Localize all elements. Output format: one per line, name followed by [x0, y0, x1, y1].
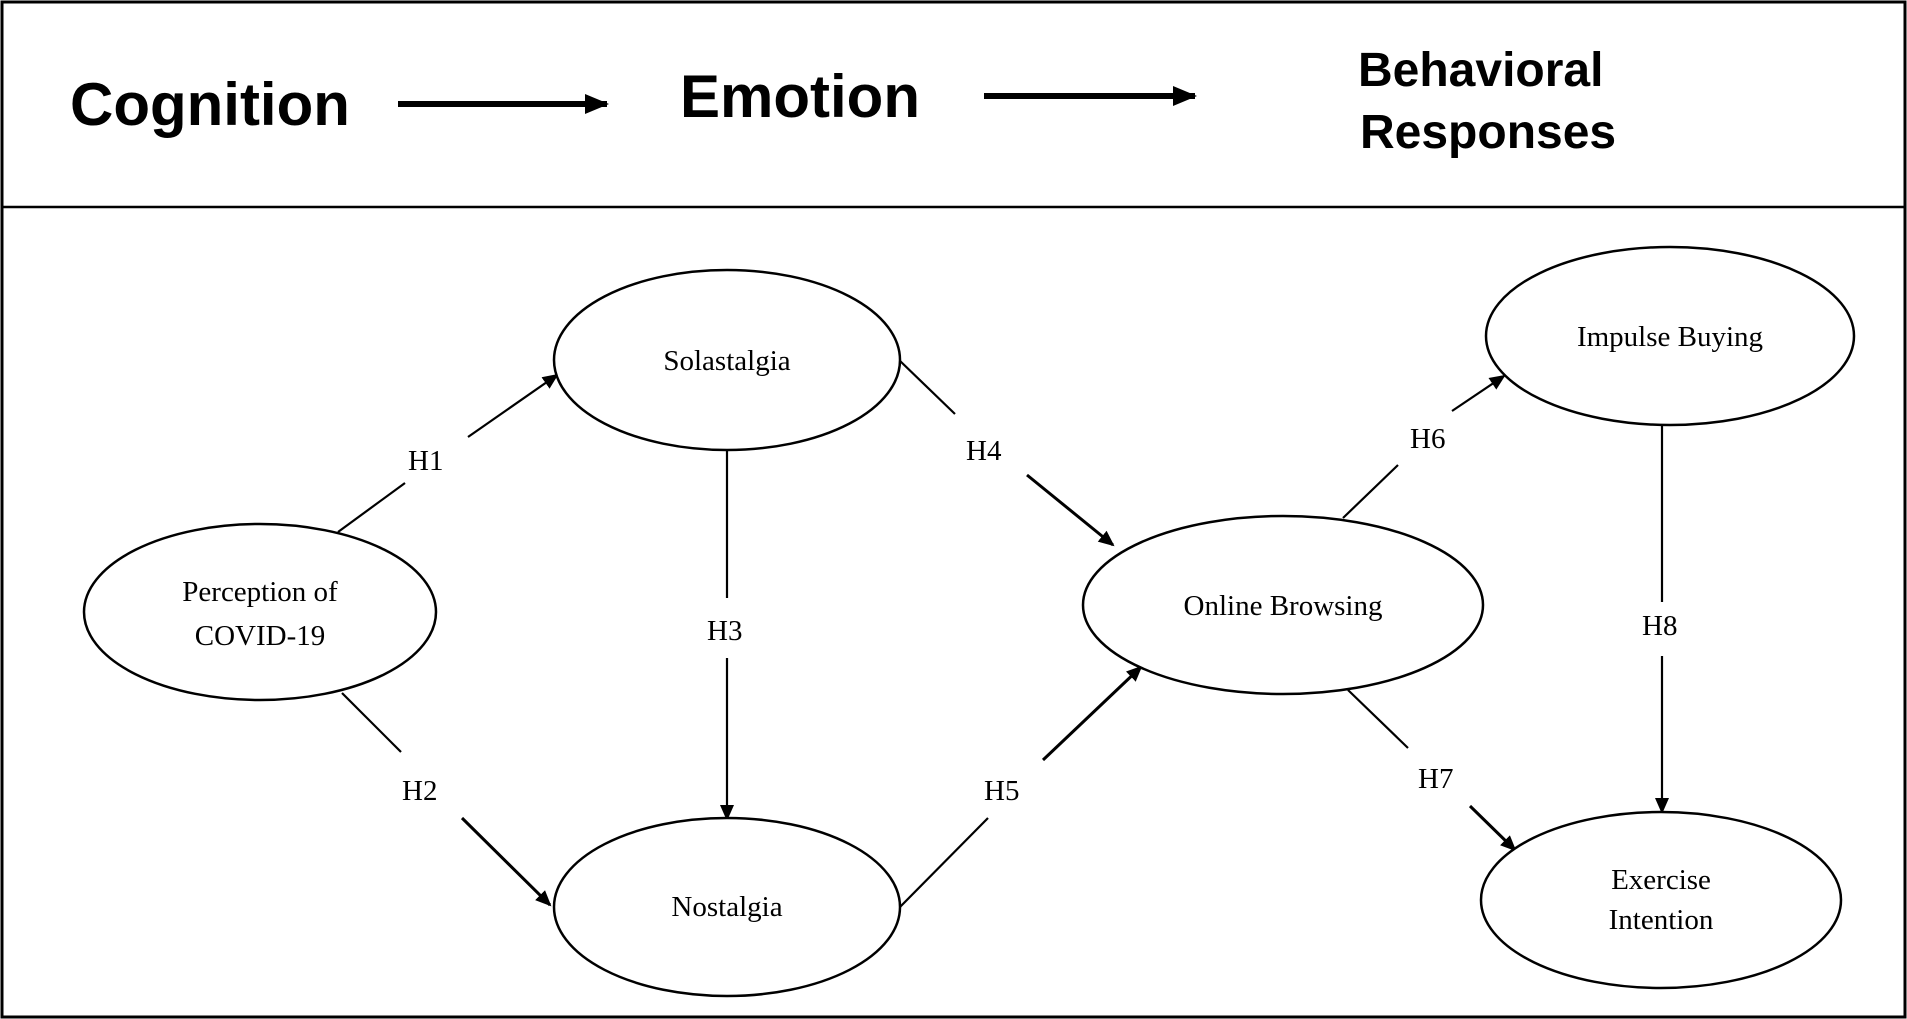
node-nostalgia: Nostalgia	[552, 816, 902, 998]
edge-h1-lower	[337, 482, 406, 533]
node-perception-line2: COVID-19	[195, 620, 326, 652]
hypothesis-label-h2: H2	[402, 775, 437, 807]
stage-behavioral-line1: Behavioral	[1358, 44, 1603, 97]
edge-h6-upper	[1451, 374, 1506, 412]
node-perception-of-covid19: Perception of COVID-19	[82, 522, 438, 702]
hypothesis-label-h5: H5	[984, 775, 1019, 807]
hypothesis-label-h7: H7	[1418, 763, 1453, 795]
hypothesis-label-h4: H4	[966, 435, 1002, 467]
edge-h5-lower	[897, 817, 989, 910]
node-solastalgia-label: Solastalgia	[663, 345, 790, 377]
edge-h2-lower	[460, 816, 552, 907]
hypothesis-label-h8: H8	[1642, 610, 1677, 642]
edge-h6-lower	[1342, 464, 1399, 519]
hypothesis-label-h1: H1	[408, 445, 443, 477]
node-perception-line1: Perception of	[182, 576, 338, 608]
edge-h5-upper	[1041, 665, 1143, 762]
node-solastalgia: Solastalgia	[552, 268, 902, 452]
node-exercise-line1: Exercise	[1611, 864, 1711, 896]
node-exercise-line2: Intention	[1609, 904, 1714, 936]
edge-h4-lower	[1026, 473, 1115, 547]
edge-h2-upper	[341, 692, 402, 753]
edge-h4-upper	[897, 358, 956, 415]
edge-h7-lower	[1468, 804, 1517, 852]
node-online-browsing: Online Browsing	[1081, 514, 1485, 696]
edge-h1-upper	[467, 373, 559, 438]
stage-emotion: Emotion	[680, 63, 920, 130]
stage-behavioral-line2: Responses	[1360, 106, 1616, 159]
node-exercise-intention: Exercise Intention	[1479, 810, 1843, 990]
edge-h7-upper	[1347, 689, 1409, 749]
node-impulse-buying-label: Impulse Buying	[1577, 321, 1763, 353]
node-online-browsing-label: Online Browsing	[1184, 590, 1383, 622]
stage-cognition: Cognition	[70, 71, 350, 138]
hypothesis-label-h3: H3	[707, 615, 742, 647]
node-nostalgia-label: Nostalgia	[671, 891, 782, 923]
hypothesis-label-h6: H6	[1410, 423, 1445, 455]
node-impulse-buying: Impulse Buying	[1484, 245, 1856, 427]
